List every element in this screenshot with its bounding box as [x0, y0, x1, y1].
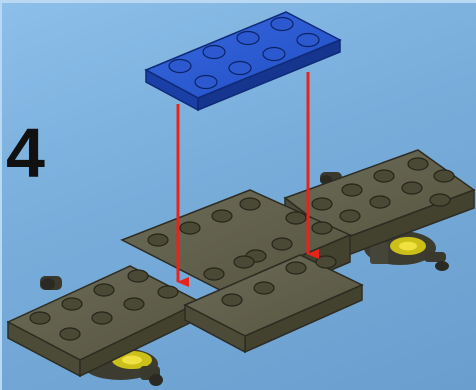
chassis-assembly: [8, 150, 474, 386]
blue-plate-2x4: [146, 12, 340, 110]
